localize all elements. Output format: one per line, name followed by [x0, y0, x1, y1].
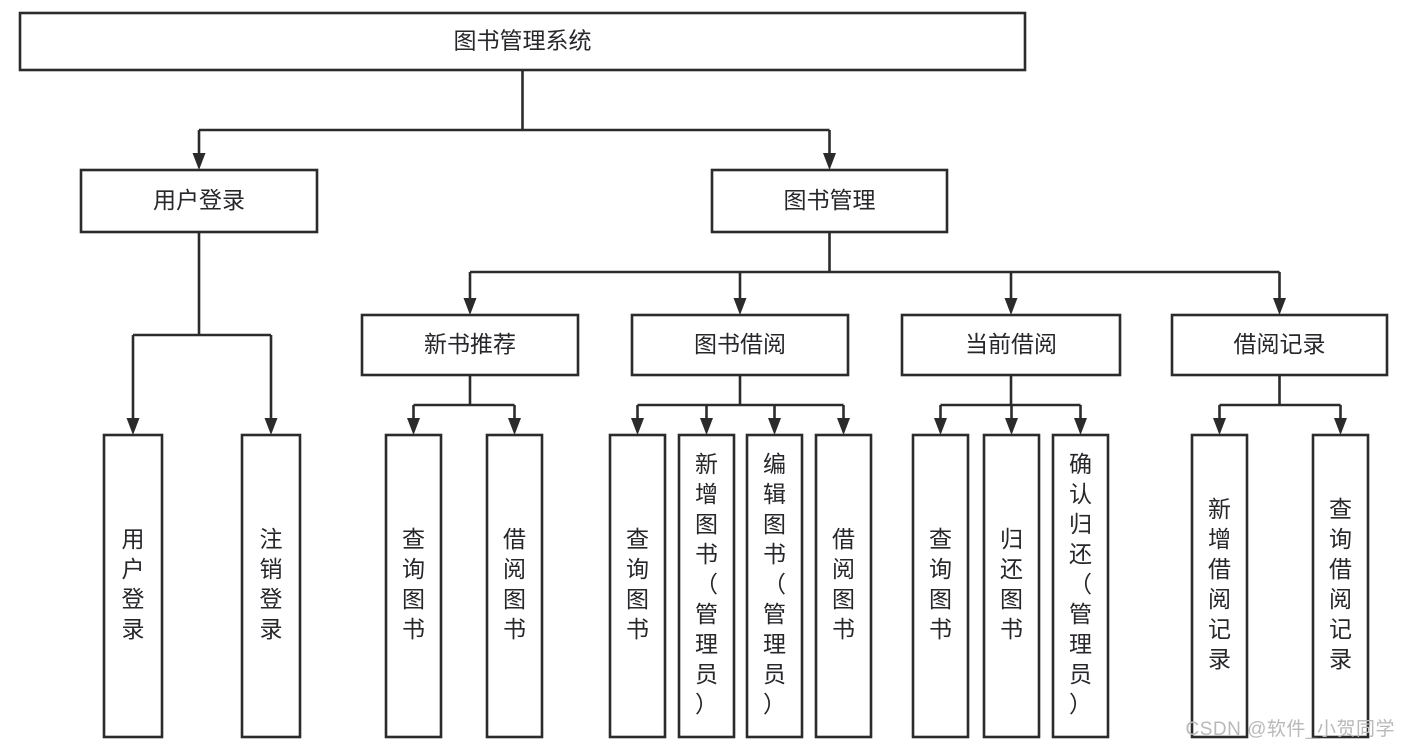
node-l3_newbook[interactable]: 新书推荐 [360, 313, 580, 377]
arrow-head-icon [1005, 418, 1018, 435]
node-label-leaf_cur_query: 查询图书 [929, 526, 952, 642]
node-leaf_rec_query[interactable]: 查询借阅记录 [1311, 433, 1370, 739]
node-box-leaf_br_edit[interactable] [745, 433, 804, 739]
node-label-l2_book: 图书管理 [784, 187, 876, 213]
arrow-head-icon [1004, 298, 1018, 315]
node-box-l3_borrow[interactable] [630, 313, 850, 377]
node-l3_borrow[interactable]: 图书借阅 [630, 313, 850, 377]
node-box-leaf_cur_return[interactable] [982, 433, 1041, 739]
node-leaf_cur_confirm[interactable]: 确认归还（管理员） [1051, 433, 1110, 739]
node-label-leaf_user_logout: 注销登录 [260, 526, 283, 642]
node-box-leaf_rec_add[interactable] [1190, 433, 1249, 739]
edge-group-root [192, 70, 836, 170]
node-leaf_br_query[interactable]: 查询图书 [608, 433, 667, 739]
node-l2_user[interactable]: 用户登录 [79, 168, 319, 234]
node-label-leaf_br_add: 新增图书（管理员） [695, 451, 718, 717]
node-box-leaf_br_add[interactable] [677, 433, 736, 739]
arrow-head-icon [631, 418, 644, 435]
node-layer: 图书管理系统用户登录图书管理新书推荐图书借阅当前借阅借阅记录用户登录注销登录查询… [18, 11, 1389, 739]
arrow-head-icon [463, 298, 477, 315]
edge-group-l3_borrow [631, 375, 850, 435]
node-leaf_br_edit[interactable]: 编辑图书（管理员） [745, 433, 804, 739]
node-label-leaf_user_login: 用户登录 [122, 526, 145, 642]
node-label-leaf_br_edit: 编辑图书（管理员） [763, 451, 786, 717]
node-label-l3_current: 当前借阅 [965, 331, 1057, 357]
node-leaf_new_borrow[interactable]: 借阅图书 [485, 433, 544, 739]
node-label-leaf_br_borrow: 借阅图书 [832, 526, 855, 642]
connector-layer [126, 70, 1347, 435]
node-box-leaf_cur_confirm[interactable] [1051, 433, 1110, 739]
arrow-head-icon [1334, 418, 1347, 435]
node-box-l3_newbook[interactable] [360, 313, 580, 377]
node-leaf_cur_return[interactable]: 归还图书 [982, 433, 1041, 739]
arrow-head-icon [1213, 418, 1226, 435]
node-l3_current[interactable]: 当前借阅 [900, 313, 1122, 377]
arrow-head-icon [1273, 298, 1286, 315]
node-box-leaf_user_logout[interactable] [240, 433, 302, 739]
arrow-head-icon [126, 418, 140, 435]
arrow-head-icon [1074, 418, 1087, 435]
node-l2_book[interactable]: 图书管理 [710, 168, 949, 234]
node-label-root: 图书管理系统 [454, 28, 592, 54]
node-box-leaf_br_borrow[interactable] [814, 433, 873, 739]
node-box-l3_record[interactable] [1170, 313, 1389, 377]
node-label-l2_user: 用户登录 [153, 187, 245, 213]
node-root[interactable]: 图书管理系统 [18, 11, 1027, 72]
edge-group-l2_book [463, 232, 1286, 315]
node-label-l3_borrow: 图书借阅 [694, 331, 786, 357]
arrow-head-icon [733, 298, 747, 315]
node-box-leaf_new_query[interactable] [384, 433, 443, 739]
arrow-head-icon [508, 418, 521, 435]
node-leaf_br_borrow[interactable]: 借阅图书 [814, 433, 873, 739]
node-box-l3_current[interactable] [900, 313, 1122, 377]
node-box-l2_book[interactable] [710, 168, 949, 234]
node-label-leaf_rec_add: 新增借阅记录 [1208, 496, 1231, 672]
node-label-l3_newbook: 新书推荐 [424, 331, 516, 357]
node-box-leaf_cur_query[interactable] [911, 433, 970, 739]
node-label-leaf_cur_confirm: 确认归还（管理员） [1069, 451, 1092, 717]
edge-group-l3_newbook [407, 375, 521, 435]
node-leaf_user_login[interactable]: 用户登录 [102, 433, 164, 739]
node-leaf_new_query[interactable]: 查询图书 [384, 433, 443, 739]
node-box-leaf_br_query[interactable] [608, 433, 667, 739]
node-label-leaf_cur_return: 归还图书 [1000, 526, 1023, 642]
arrow-head-icon [934, 418, 947, 435]
node-label-leaf_rec_query: 查询借阅记录 [1329, 496, 1352, 672]
node-label-leaf_new_query: 查询图书 [402, 526, 425, 642]
node-box-leaf_user_login[interactable] [102, 433, 164, 739]
node-box-l2_user[interactable] [79, 168, 319, 234]
node-leaf_rec_add[interactable]: 新增借阅记录 [1190, 433, 1249, 739]
node-leaf_user_logout[interactable]: 注销登录 [240, 433, 302, 739]
node-label-leaf_br_query: 查询图书 [626, 526, 649, 642]
edge-group-l3_record [1213, 375, 1347, 435]
arrow-head-icon [837, 418, 850, 435]
arrow-head-icon [407, 418, 420, 435]
node-box-leaf_rec_query[interactable] [1311, 433, 1370, 739]
node-box-leaf_new_borrow[interactable] [485, 433, 544, 739]
arrow-head-icon [700, 418, 713, 435]
node-l3_record[interactable]: 借阅记录 [1170, 313, 1389, 377]
node-label-l3_record: 借阅记录 [1234, 331, 1326, 357]
arrow-head-icon [768, 418, 781, 435]
node-label-leaf_new_borrow: 借阅图书 [503, 526, 526, 642]
arrow-head-icon [823, 153, 836, 170]
arrow-head-icon [264, 418, 278, 435]
edge-group-l2_user [126, 232, 278, 435]
node-leaf_cur_query[interactable]: 查询图书 [911, 433, 970, 739]
node-leaf_br_add[interactable]: 新增图书（管理员） [677, 433, 736, 739]
arrow-head-icon [192, 153, 206, 170]
node-box-root[interactable] [18, 11, 1027, 72]
edge-group-l3_current [934, 375, 1087, 435]
